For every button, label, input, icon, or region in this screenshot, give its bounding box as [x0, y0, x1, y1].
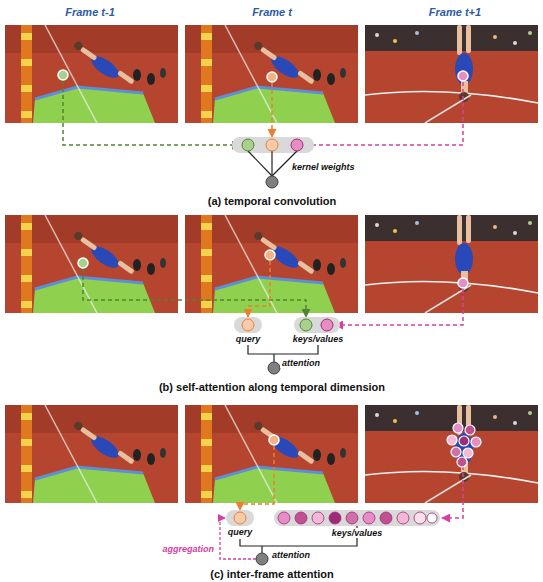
aggregation-label: aggregation	[160, 544, 216, 554]
frame-title: Frame t+1	[427, 6, 483, 19]
temporal-convolution	[58, 70, 468, 188]
keys-values-label: keys/values	[291, 334, 346, 344]
video-frames	[5, 25, 538, 503]
panel-caption: (a) temporal convolution	[206, 195, 338, 208]
query-label: query	[226, 527, 255, 537]
panel-caption: (c) inter-frame attention	[208, 568, 335, 581]
keys-values-label: keys/values	[330, 528, 385, 538]
temporal-self-attention	[78, 250, 468, 374]
inter-frame-attention	[220, 423, 481, 565]
query-label: query	[234, 334, 263, 344]
frame-title: Frame t	[250, 6, 294, 19]
attention-label: attention	[270, 550, 312, 560]
frame-title: Frame t-1	[63, 6, 117, 19]
panel-caption: (b) self-attention along temporal dimens…	[157, 381, 387, 394]
weight-label: kernel weights	[290, 162, 357, 172]
attention-label: attention	[280, 358, 322, 368]
